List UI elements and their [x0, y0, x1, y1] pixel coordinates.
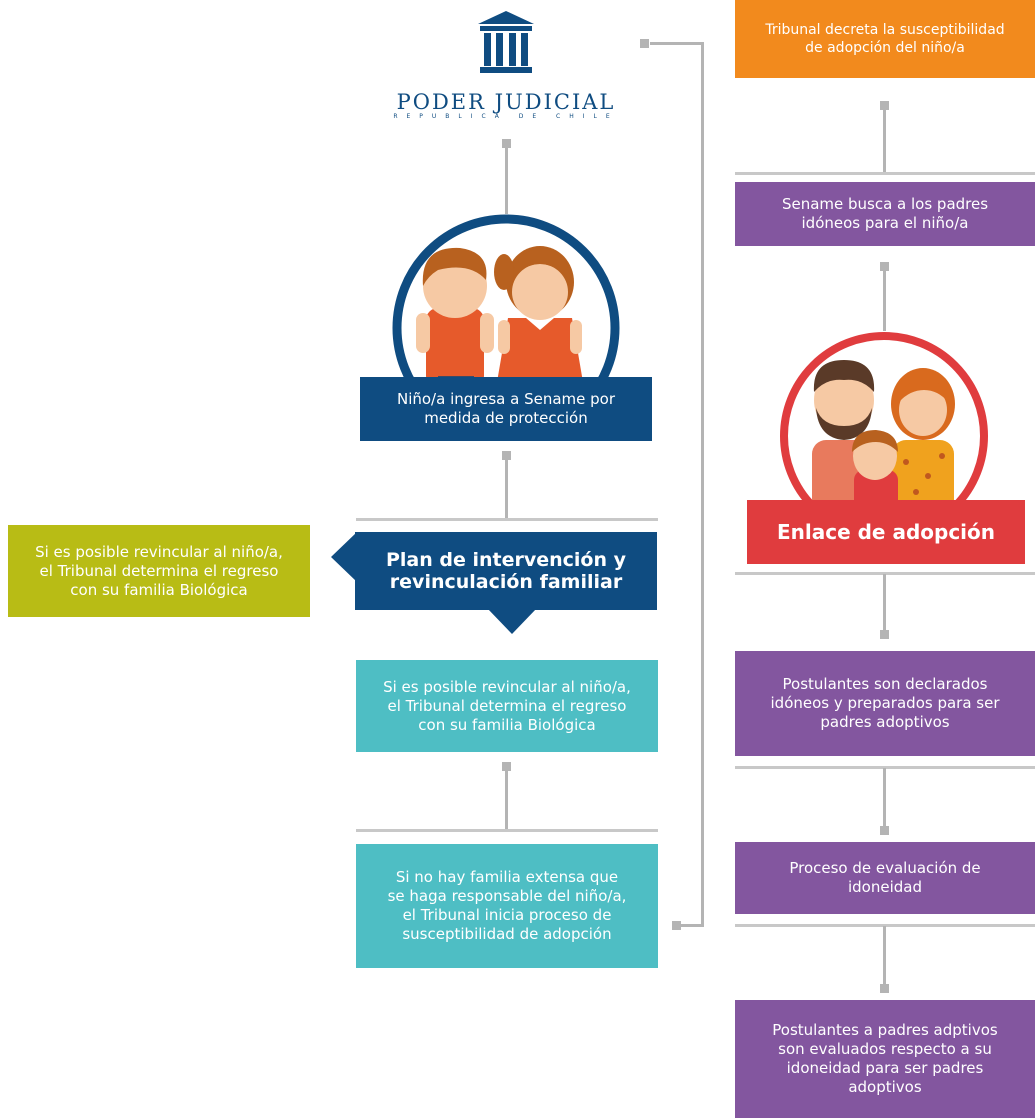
courthouse-icon — [478, 11, 534, 73]
children-illustration-icon — [392, 214, 620, 388]
connector-node — [502, 451, 511, 460]
enlace-box: Enlace de adopción — [747, 500, 1025, 564]
divider-line — [356, 829, 658, 832]
family-illustration-icon — [780, 332, 988, 510]
busca-box: Sename busca a los padres idóneos para e… — [735, 182, 1035, 246]
bracket-line — [680, 924, 704, 927]
busca-label: Sename busca a los padres idóneos para e… — [781, 195, 989, 232]
connector-node — [880, 262, 889, 271]
brand-subtitle: REPUBLICA DE CHILE — [393, 113, 619, 120]
connector-node — [880, 630, 889, 639]
brand-name: PODER JUDICIAL — [396, 90, 616, 114]
evaluacion-label: Proceso de evaluación de idoneidad — [789, 859, 981, 896]
divider-line — [735, 172, 1035, 175]
susceptibilidad-label: Si no hay familia extensa que se haga re… — [387, 868, 627, 943]
connector-line — [883, 926, 886, 984]
bracket-line — [701, 42, 704, 927]
plan-box: Plan de intervención y revinculación fam… — [355, 532, 657, 610]
connector-line — [505, 771, 508, 831]
declarados-box: Postulantes son declarados idóneos y pre… — [735, 651, 1035, 756]
connector-node — [672, 921, 681, 930]
regreso-side-box: Si es posible revincular al niño/a, el T… — [8, 525, 310, 617]
connector-node — [640, 39, 649, 48]
susceptibilidad-box: Si no hay familia extensa que se haga re… — [356, 844, 658, 968]
regreso-box: Si es posible revincular al niño/a, el T… — [356, 660, 658, 752]
bracket-line — [650, 42, 704, 45]
evaluados-label: Postulantes a padres adptivos son evalua… — [772, 1021, 998, 1096]
plan-label: Plan de intervención y revinculación fam… — [385, 549, 627, 593]
down-arrow-icon — [487, 608, 537, 634]
declarados-label: Postulantes son declarados idóneos y pre… — [770, 675, 1000, 731]
enlace-label: Enlace de adopción — [776, 519, 996, 544]
connector-node — [502, 139, 511, 148]
connector-line — [505, 460, 508, 520]
regreso-side-label: Si es posible revincular al niño/a, el T… — [35, 542, 283, 599]
ingreso-box: Niño/a ingresa a Sename por medida de pr… — [360, 377, 652, 441]
divider-line — [735, 572, 1035, 575]
decreta-label: Tribunal decreta la susceptibilidad de a… — [765, 22, 1005, 56]
connector-node — [880, 984, 889, 993]
connector-line — [505, 148, 508, 214]
connector-line — [883, 271, 886, 331]
connector-line — [883, 110, 886, 174]
connector-line — [883, 574, 886, 630]
connector-node — [880, 101, 889, 110]
divider-line — [356, 518, 658, 521]
evaluacion-box: Proceso de evaluación de idoneidad — [735, 842, 1035, 914]
connector-line — [883, 768, 886, 826]
connector-node — [880, 826, 889, 835]
regreso-label: Si es posible revincular al niño/a, el T… — [383, 677, 631, 734]
left-arrow-icon — [331, 532, 357, 582]
divider-line — [735, 766, 1035, 769]
divider-line — [735, 924, 1035, 927]
evaluados-box: Postulantes a padres adptivos son evalua… — [735, 1000, 1035, 1118]
decreta-box: Tribunal decreta la susceptibilidad de a… — [735, 0, 1035, 78]
connector-node — [502, 762, 511, 771]
ingreso-label: Niño/a ingresa a Sename por medida de pr… — [396, 390, 615, 427]
